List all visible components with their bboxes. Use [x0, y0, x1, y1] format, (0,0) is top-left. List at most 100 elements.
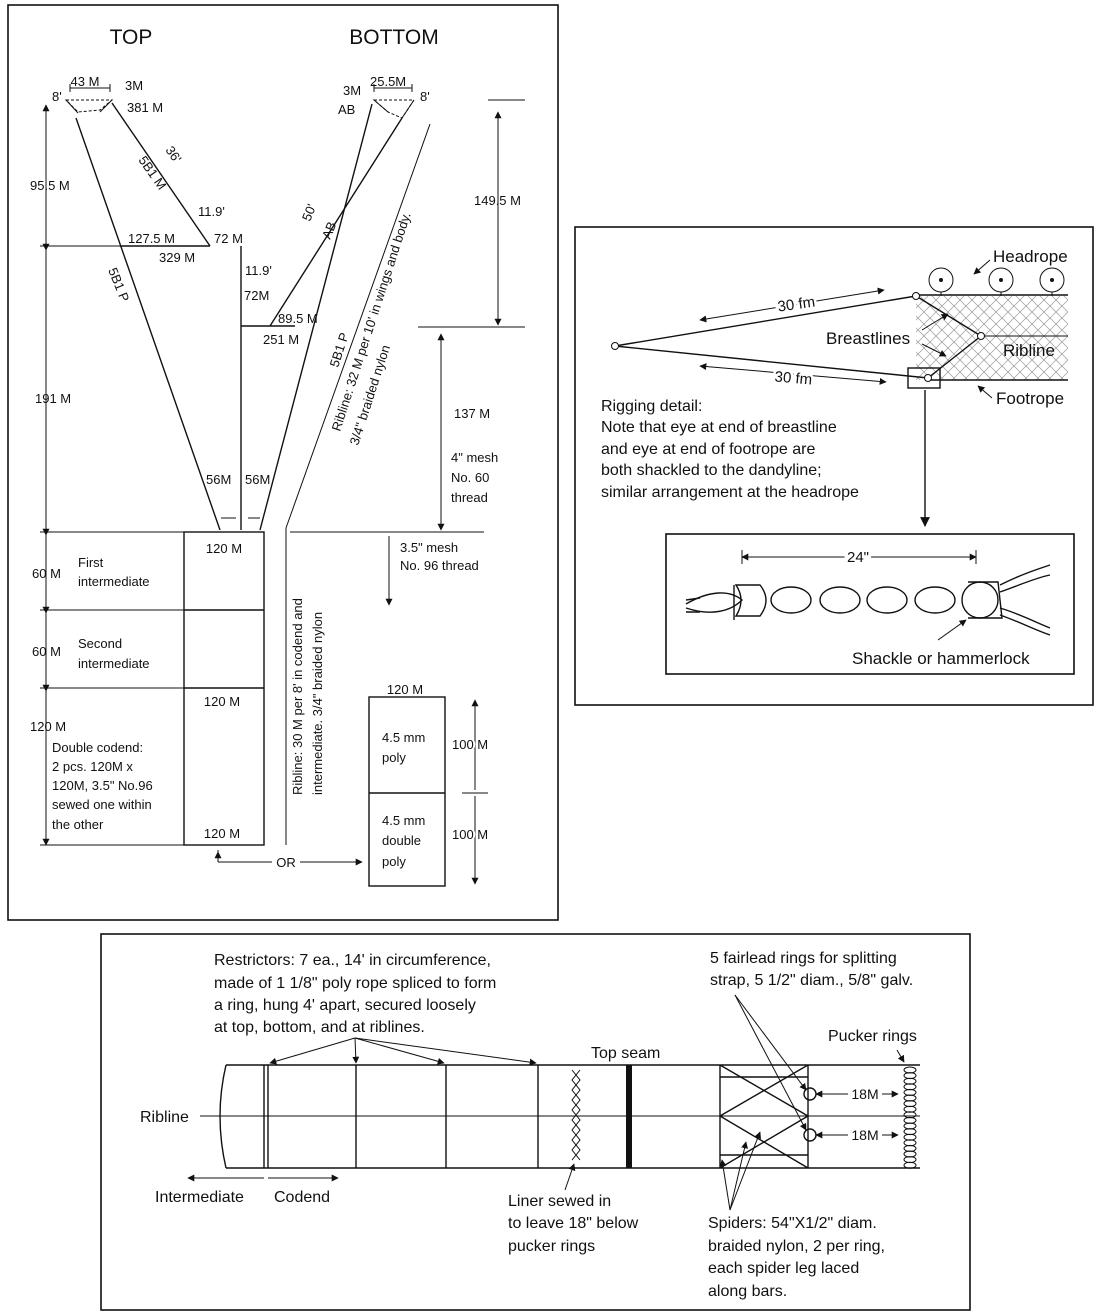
- rigging-note-line-1: Rigging detail:: [601, 398, 702, 415]
- label-top-3m: 3M: [125, 78, 143, 93]
- intermediate-label: Intermediate: [155, 1189, 244, 1206]
- spiders-line-2: braided nylon, 2 per ring,: [708, 1238, 885, 1255]
- label-4in-mesh: 4" mesh: [451, 450, 498, 465]
- chain-with-shackles: [685, 564, 1051, 636]
- codend-detail-panel: Restrictors: 7 ea., 14' in circumference…: [100, 933, 971, 1311]
- first-label: First: [78, 555, 104, 570]
- label-191m: 191 M: [35, 391, 71, 406]
- restrictors-line-2: made of 1 1/8" poly rope spliced to form: [214, 975, 496, 992]
- double-codend-line-4: sewed one within: [52, 797, 152, 812]
- fm-lower-label: 30 fm: [774, 368, 813, 388]
- or-label: OR: [276, 855, 296, 870]
- liner-line-2: to leave 18" below: [508, 1215, 639, 1232]
- double-codend-line-1: Double codend:: [52, 740, 143, 755]
- right-dimension-line: [290, 99, 525, 606]
- label-panel-ab: AB: [319, 219, 339, 241]
- label-95-5m: 95.5 M: [30, 178, 70, 193]
- poly-upper-line-2: poly: [382, 750, 406, 765]
- label-149-5m: 149.5 M: [474, 193, 521, 208]
- label-36ft: 36': [163, 143, 185, 165]
- net-mesh-area: [916, 296, 1068, 380]
- label-72m: 72 M: [214, 231, 243, 246]
- chain-detail-box: [665, 533, 1075, 675]
- label-127-5m: 127.5 M: [128, 231, 175, 246]
- label-5b1p-right: 5B1 P: [327, 331, 352, 369]
- poly-lower-line-2: double: [382, 833, 421, 848]
- top-seam-label: Top seam: [591, 1045, 660, 1062]
- restrictors-line-3: a ring, hung 4' apart, secured loosely: [214, 997, 476, 1014]
- rigging-note-line-2: Note that eye at end of breastline: [601, 419, 837, 436]
- rigging-note-line-3: and eye at end of footrope are: [601, 441, 815, 458]
- pucker-rings: [903, 1066, 917, 1169]
- fm-upper-label: 30 fm: [777, 294, 817, 316]
- codend-detail-frame: [100, 933, 971, 1311]
- codend-body: [200, 1064, 920, 1169]
- label-11-9-a: 11.9': [198, 204, 225, 219]
- double-codend-line-5: the other: [52, 817, 104, 832]
- poly-upper-line-1: 4.5 mm: [382, 730, 425, 745]
- label-3-5in-mesh: 3.5" mesh: [400, 540, 458, 555]
- spiders-line-3: each spider leg laced: [708, 1260, 859, 1277]
- liner-line-1: Liner sewed in: [508, 1193, 611, 1210]
- rigging-panel: 30 fm 30 fm Headrope Breastlines Ribline…: [574, 226, 1094, 706]
- headrope-label: Headrope: [993, 247, 1068, 266]
- label-bottom-8ft: 8': [420, 89, 430, 104]
- second-label: Second: [78, 636, 122, 651]
- label-381m: 381 M: [127, 100, 163, 115]
- detail-callout-box: [907, 367, 941, 389]
- label-thread: thread: [451, 490, 488, 505]
- label-56m-a: 56M: [206, 472, 231, 487]
- spacing-18m-b: 18M: [851, 1127, 878, 1143]
- spiders-note: Spiders: 54"X1/2" diam. braided nylon, 2…: [708, 1215, 885, 1300]
- spiders-line-1: Spiders: 54"X1/2" diam.: [708, 1215, 877, 1232]
- breastlines-label: Breastlines: [826, 329, 910, 348]
- restrictors-line-4: at top, bottom, and at riblines.: [214, 1019, 425, 1036]
- spiders-line-4: along bars.: [708, 1283, 787, 1300]
- codend-mid-120m: 120 M: [204, 694, 240, 709]
- label-56m-b: 56M: [245, 472, 270, 487]
- label-no60: No. 60: [451, 470, 489, 485]
- rigging-note-line-4: both shackled to the dandyline;: [601, 462, 822, 479]
- label-329m: 329 M: [159, 250, 195, 265]
- double-codend-line-3: 120M, 3.5" No.96: [52, 778, 153, 793]
- chain-length-label: 24": [847, 549, 869, 566]
- ribline-lower-text-2: intermediate. 3/4" braided nylon: [310, 612, 325, 795]
- poly-top-120m: 120 M: [387, 682, 423, 697]
- poly-lower-line-1: 4.5 mm: [382, 813, 425, 828]
- label-137m: 137 M: [454, 406, 490, 421]
- label-bottom-3m: 3M: [343, 83, 361, 98]
- restrictors-line-1: Restrictors: 7 ea., 14' in circumference…: [214, 952, 491, 969]
- ribline-line: [285, 123, 431, 529]
- codend-column: [183, 531, 265, 846]
- pucker-rings-label: Pucker rings: [828, 1028, 917, 1045]
- poly-option: [368, 696, 488, 887]
- label-no96: No. 96 thread: [400, 558, 479, 573]
- bottom-title: BOTTOM: [349, 26, 438, 49]
- codend-bot-120m: 120 M: [204, 826, 240, 841]
- first-intermediate-label: intermediate: [78, 574, 150, 589]
- top-title: TOP: [110, 26, 153, 49]
- label-50ft: 50': [299, 202, 319, 223]
- codend-60m-b: 60 M: [32, 644, 61, 659]
- pucker-ring: [903, 1161, 917, 1169]
- ribline-rigging-label: Ribline: [1003, 341, 1055, 360]
- codend-top-120m: 120 M: [206, 541, 242, 556]
- liner-note: Liner sewed in to leave 18" below pucker…: [508, 1193, 639, 1255]
- ribline-codend-label: Ribline: [140, 1109, 189, 1126]
- fairlead-line-1: 5 fairlead rings for splitting: [710, 950, 897, 967]
- bottom-panel-outline: [259, 84, 415, 531]
- label-25-5m: 25.5M: [370, 74, 406, 89]
- restrictors-note: Restrictors: 7 ea., 14' in circumference…: [214, 952, 496, 1036]
- codend-label: Codend: [274, 1189, 330, 1206]
- liner-line-3: pucker rings: [508, 1238, 595, 1255]
- label-bottom-ab: AB: [338, 102, 355, 117]
- double-codend-note: Double codend: 2 pcs. 120M x 120M, 3.5" …: [52, 740, 153, 832]
- label-43m: 43 M: [71, 74, 100, 89]
- label-top-8ft: 8': [52, 89, 62, 104]
- ribline-lower-text-1: Ribline: 30 M per 8' in codend and: [290, 598, 305, 795]
- poly-dim-upper: 100 M: [452, 737, 488, 752]
- footrope-label: Footrope: [996, 389, 1064, 408]
- poly-dim-lower: 100 M: [452, 827, 488, 842]
- label-72m-b: 72M: [244, 288, 269, 303]
- top-panel-outline: [64, 84, 295, 531]
